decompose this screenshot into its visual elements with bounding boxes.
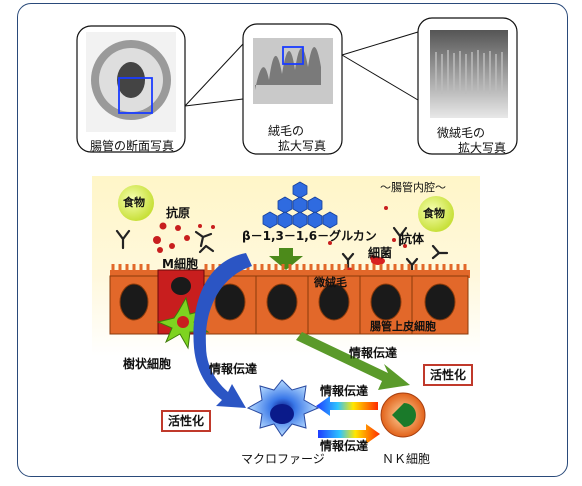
microvilli-label: 微絨毛 [314, 276, 347, 289]
food-left-circle [118, 185, 154, 221]
microvilli-row [110, 270, 470, 278]
antibody-icons [115, 226, 449, 274]
cross-section-photo [76, 25, 186, 153]
antibody-label: 抗体 [400, 232, 425, 246]
info-transfer-label-1: 情報伝達 [209, 362, 258, 376]
villus-caption-line2: 拡大写真 [278, 139, 327, 153]
info-transfer-label-3: 情報伝達 [320, 384, 369, 398]
antigen-particles [153, 206, 407, 261]
info-blue-arrow [193, 253, 252, 408]
lumen-label: ～腸管内腔～ [380, 181, 446, 194]
nk-cell-label: ＮＫ細胞 [382, 452, 431, 466]
food-right-label: 食物 [423, 207, 445, 220]
info-green-arrow [296, 332, 410, 390]
info-transfer-label-4: 情報伝達 [320, 439, 369, 453]
antigen-label: 抗原 [166, 206, 191, 220]
m-cell-label: M細胞 [162, 257, 198, 271]
macrophage-label: マクロファージ [241, 452, 325, 466]
dendritic-cell-shape [156, 296, 210, 350]
epithelial-cells [109, 275, 469, 335]
villus-photo [242, 23, 343, 155]
photo-connector-lines [184, 31, 419, 107]
bacteria-label: 細菌 [368, 246, 393, 260]
food-left-label: 食物 [123, 196, 145, 209]
nk-cell-shape [380, 392, 426, 438]
villus-caption-line1: 絨毛の [268, 124, 305, 138]
food-right-circle [418, 196, 454, 232]
microvillus-photo [417, 17, 518, 155]
beta-glucan-label: β－1,3－1,6－グルカン [242, 229, 377, 243]
macrophage-cell [246, 379, 320, 437]
activation-callout-right: 活性化 [423, 364, 474, 386]
info-transfer-label-2: 情報伝達 [349, 346, 398, 360]
activation-callout-left: 活性化 [161, 410, 212, 432]
figure-frame [17, 3, 568, 477]
beta-glucan-hexagons [262, 181, 338, 229]
glucan-down-arrow [269, 248, 303, 270]
dendritic-cell-label: 樹状細胞 [123, 357, 172, 371]
epithelial-cell-label: 腸管上皮細胞 [370, 320, 436, 333]
microvillus-caption-line2: 拡大写真 [458, 141, 507, 155]
cross-section-caption: 腸管の断面写真 [89, 139, 174, 153]
microvillus-caption-line1: 微絨毛の [437, 126, 486, 140]
rainbow-arrows [316, 396, 380, 444]
